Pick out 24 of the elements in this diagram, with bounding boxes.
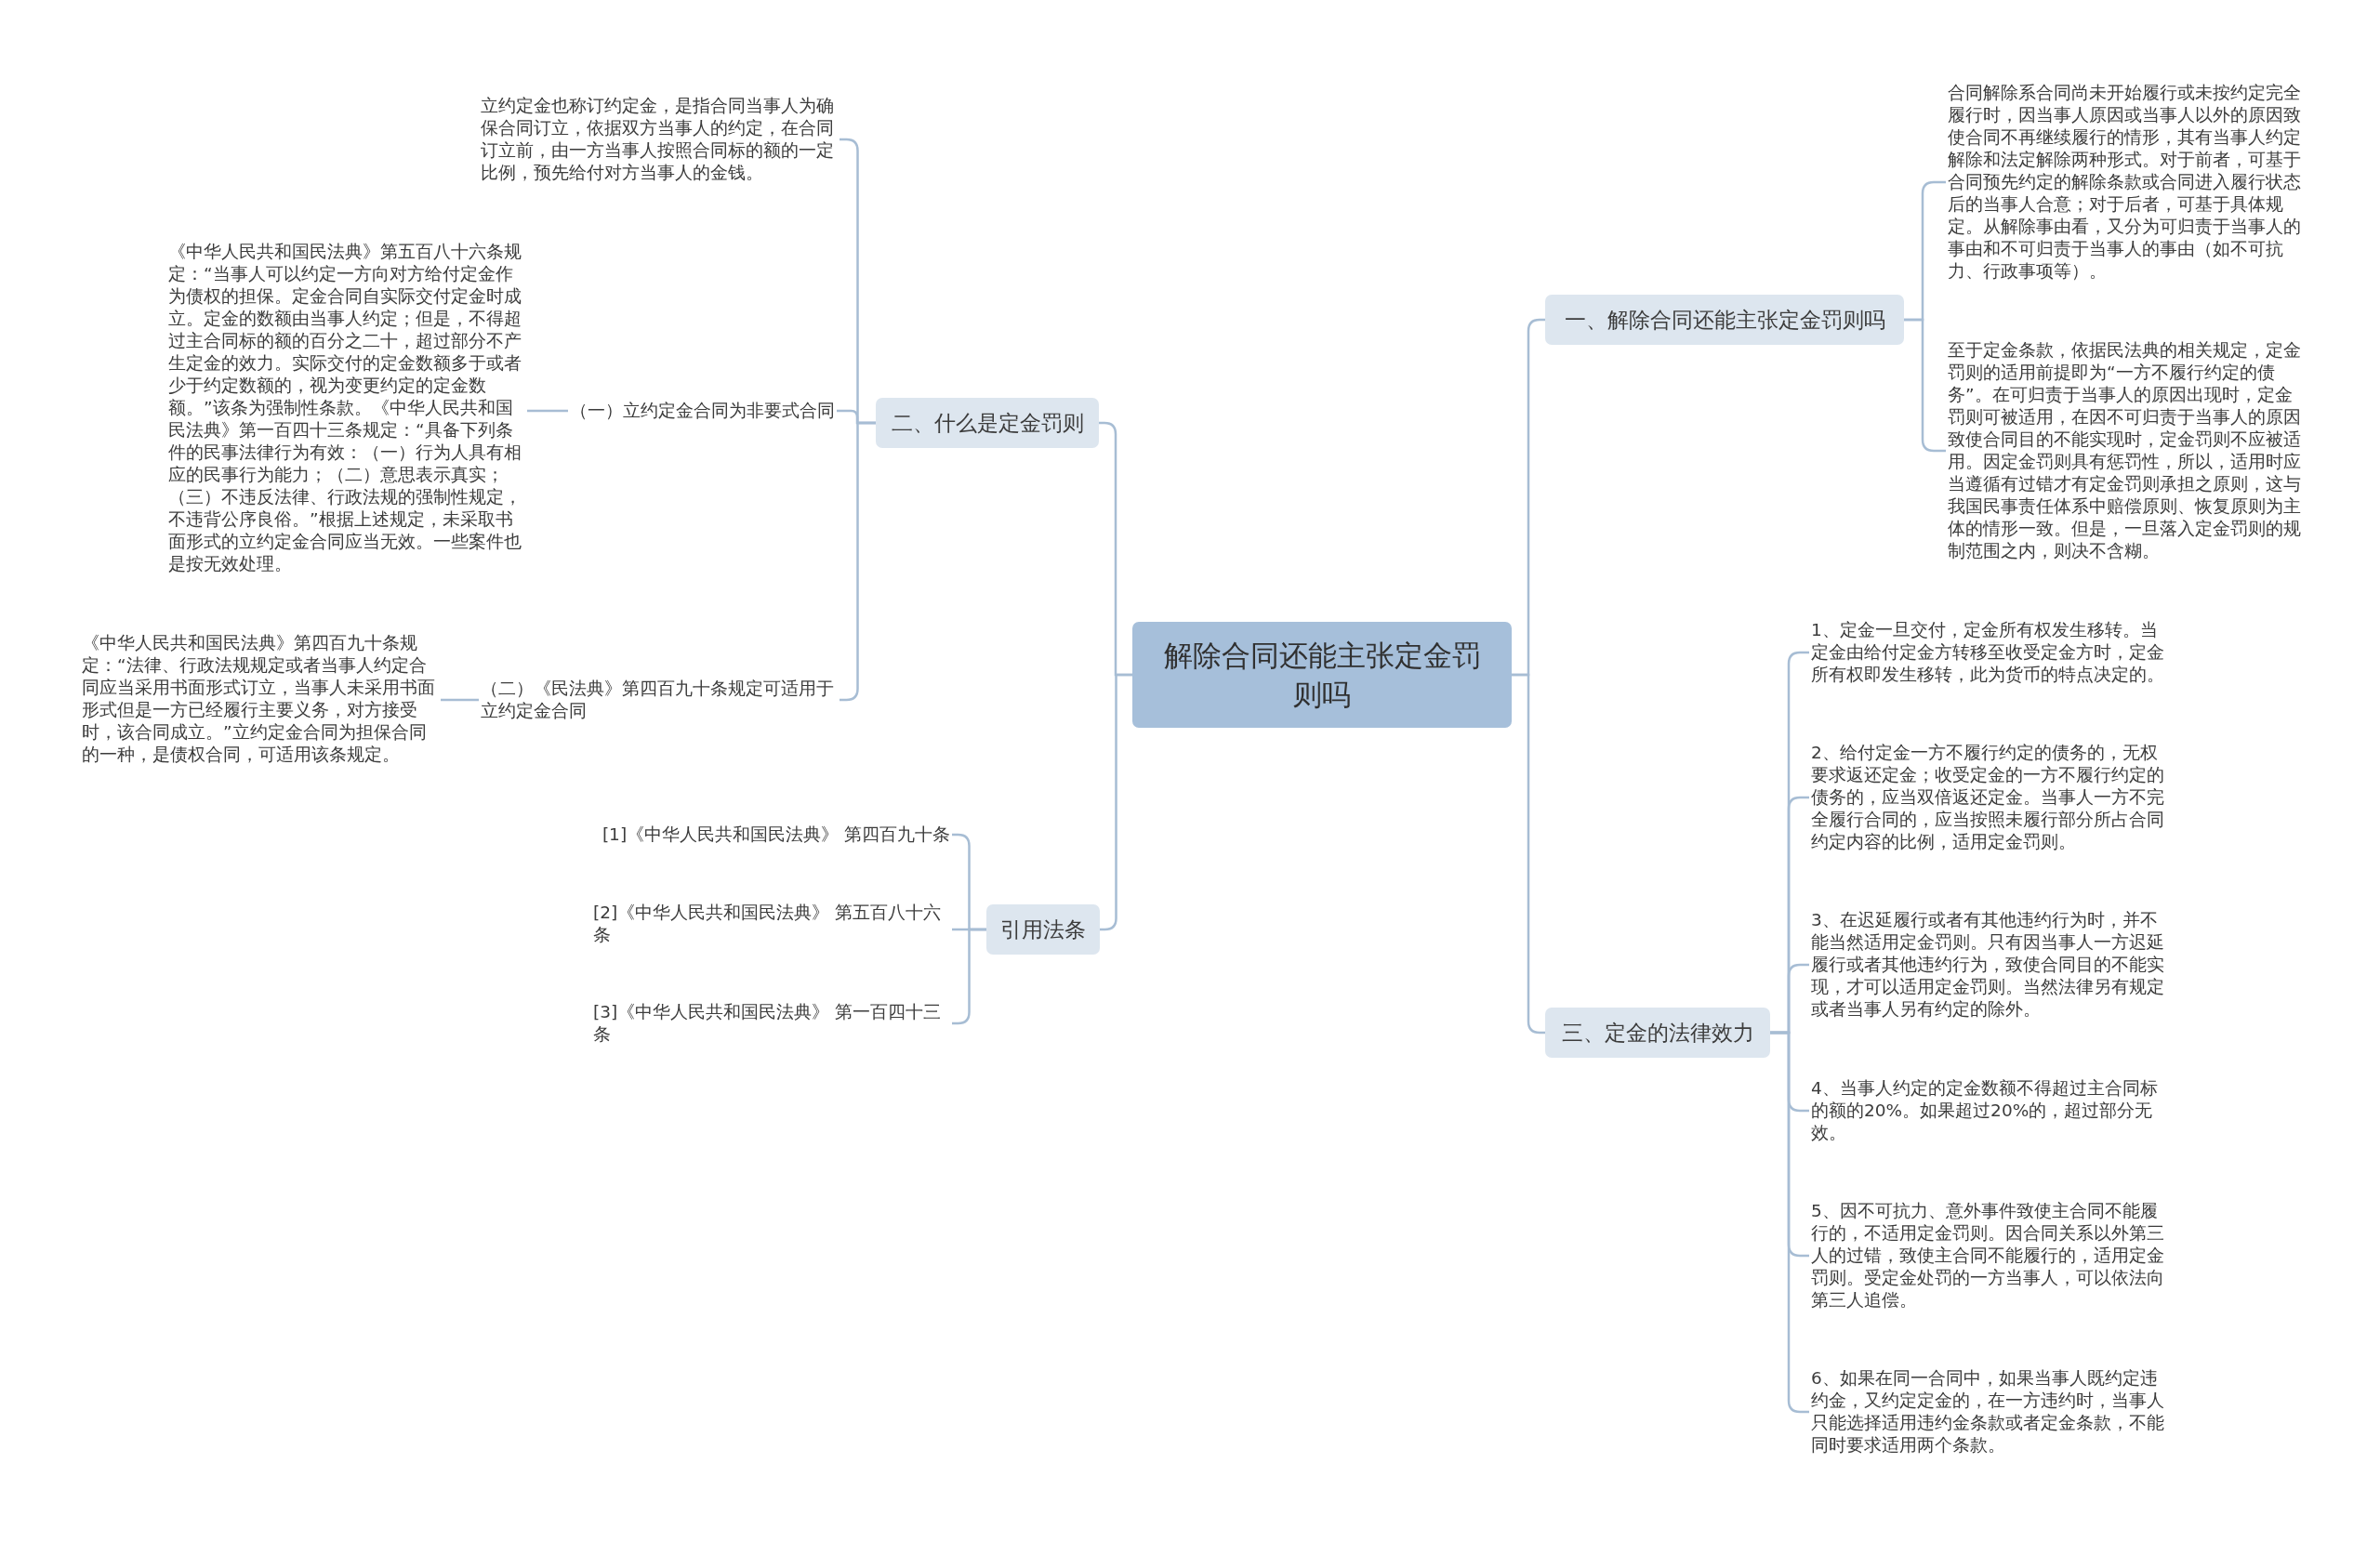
topic-box: 引用法条 xyxy=(986,904,1100,955)
note-text: 《中华人民共和国民法典》第五百八十六条规定：“当事人可以约定一方向对方给付定金作为债权的担保。定金合同自实际交付定金时成立。定金的数额由当事人约定；但是，不得超过主合同标的额的百分之二十，超过部分不产生定金的效力。实际交付的定金数额多于或者少于约定数额的，视为变更约定的定金数额。”该条为强制性条款。《中华人民共和国民法典》第一百四十三条规定：“具备下列条件的民事法律行为有效：（一）行为人具有相应的民事行为能力；（二）意思表示真实；（三）不违反法律、行政法规的强制性规定，不违背公序良俗。”根据上述规定，未采取书面形式的立约定金合同应当无效。一些案件也是按无效处理。 xyxy=(166,241,527,575)
central-topic-box: 解除合同还能主张定金罚则吗 xyxy=(1132,622,1512,728)
note-text: 6、如果在同一合同中，如果当事人既约定违约金，又约定定金的，在一方违约时，当事人只能选择适用违约金条款或者定金条款，不能同时要求适用两个条款。 xyxy=(1809,1367,2170,1456)
note-text: [1]《中华人民共和国民法典》 第四百九十条 xyxy=(600,824,952,846)
note-text: 至于定金条款，依据民法典的相关规定，定金罚则的适用前提即为“一方不履行约定的债务”。在可归责于当事人的原因出现时，定金罚则可被适用，在因不可归责于当事人的原因致使合同目的不能实现时，定金罚则不应被适用。因定金罚则具有惩罚性，所以，适用时应当遵循有过错才有定金罚则承担之原则，这与我国民事责任体系中赔偿原则、恢复原则为主体的情形一致。但是，一旦落入定金罚则的规制范围之内，则决不含糊。 xyxy=(1946,339,2307,562)
note-text: 4、当事人约定的定金数额不得超过主合同标的额的20%。如果超过20%的，超过部分无效。 xyxy=(1809,1077,2170,1144)
note-text: 1、定金一旦交付，定金所有权发生移转。当定金由给付定金方转移至收受定金方时，定金所有权即发生移转，此为货币的特点决定的。 xyxy=(1809,619,2170,686)
note-text: 《中华人民共和国民法典》第四百九十条规定：“法律、行政法规规定或者当事人约定合同应当采用书面形式订立，当事人未采用书面形式但是一方已经履行主要义务，对方接受时，该合同成立。”立约定金合同为担保合同的一种，是债权合同，可适用该条规定。 xyxy=(80,632,441,766)
note-text: 2、给付定金一方不履行约定的债务的，无权要求返还定金；收受定金的一方不履行约定的债务的，应当双倍返还定金。当事人一方不完全履行合同的，应当按照未履行部分所占合同约定内容的比例，适用定金罚则。 xyxy=(1809,742,2170,853)
connector-line xyxy=(1770,1031,1809,1414)
topic-box: 一、解除合同还能主张定金罚则吗 xyxy=(1545,295,1904,345)
note-text: 立约定金也称订约定金，是指合同当事人为确保合同订立，依据双方当事人的约定，在合同订立前，由一方当事人按照合同标的额的一定比例，预先给付对方当事人的金钱。 xyxy=(479,95,840,184)
note-text: 5、因不可抗力、意外事件致使主合同不能履行的，不适用定金罚则。因合同关系以外第三人的过错，致使主合同不能履行的，适用定金罚则。受定金处罚的一方当事人，可以依法向第三人追偿。 xyxy=(1809,1200,2170,1311)
note-text: [2]《中华人民共和国民法典》 第五百八十六条 xyxy=(591,902,952,946)
topic-box: 二、什么是定金罚则 xyxy=(876,398,1099,448)
note-text: 3、在迟延履行或者有其他违约行为时，并不能当然适用定金罚则。只有因当事人一方迟延履行或者其他违约行为，致使合同目的不能实现，才可以适用定金罚则。当然法律另有规定或者当事人另有约定的除外。 xyxy=(1809,909,2170,1021)
topic-box: 三、定金的法律效力 xyxy=(1545,1008,1770,1058)
connector-line xyxy=(527,409,568,413)
note-text: [3]《中华人民共和国民法典》 第一百四十三条 xyxy=(591,1001,952,1046)
note-text: 合同解除系合同尚未开始履行或未按约定完全履行时，因当事人原因或当事人以外的原因致使合同不再继续履行的情形，其有当事人约定解除和法定解除两种形式。对于前者，可基于合同预先约定的解除条款或合同进入履行状态后的当事人合意；对于后者，可基于具体规定。从解除事由看，又分为可归责于当事人的事由和不可归责于当事人的事由（如不可抗力、行政事项等）。 xyxy=(1946,82,2307,283)
note-text: （一）立约定金合同为非要式合同 xyxy=(568,400,837,422)
connector-line xyxy=(441,698,479,702)
note-text: （二）《民法典》第四百九十条规定可适用于立约定金合同 xyxy=(479,678,840,722)
